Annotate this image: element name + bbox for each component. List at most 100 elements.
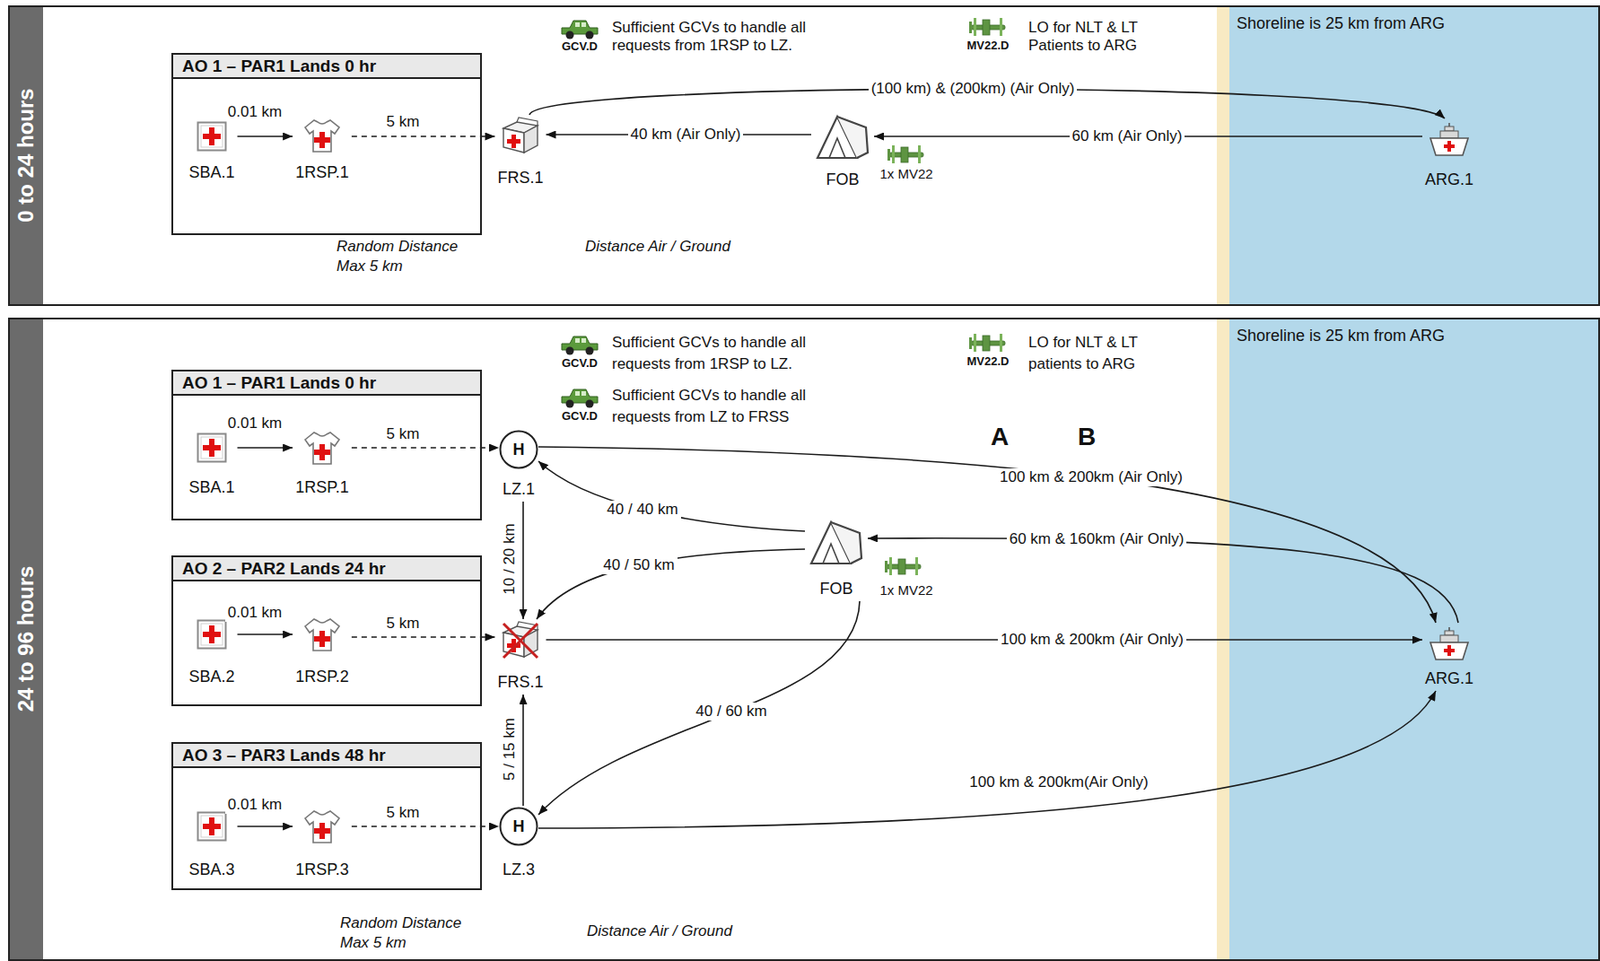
landing-zone-mark: H [513,440,525,459]
node-label: 1RSP.1 [295,163,350,183]
edge-label: 60 km (Air Only) [1069,127,1186,146]
region-note: Shoreline is 25 km from ARG [1236,13,1592,34]
icon-area [185,428,237,479]
node-label: SBA.1 [188,478,235,498]
icon-area [185,810,237,861]
icon-caption: MV22.D [967,35,1010,56]
note-text: Distance Air / Ground [586,921,733,942]
icon-area [292,427,352,479]
fob-icon [811,522,862,564]
area-of-operations-box: AO 1 – PAR1 Lands 0 hr SBA.1 1RSP.1 [171,52,482,236]
mv22-icon [969,333,1006,352]
connector [522,694,525,806]
box-heading: AO 2 – PAR2 Lands 24 hr [182,557,481,580]
icon-caption: 1x MV22 [879,580,933,601]
facility-node: SBA.2 [185,617,237,690]
sba-icon [198,620,227,649]
landing-zone-mark: H [513,817,525,836]
header-bar: AO 1 – PAR1 Lands 0 hr [173,371,481,396]
facility-node: FOB [804,513,868,602]
edge-label: 40 / 60 km [692,702,770,721]
node-label: ARG.1 [1425,669,1474,689]
facility-node: SBA.1 [185,118,237,185]
icon-caption: MV22.D [967,351,1010,372]
connector [351,636,496,639]
edge-label: 5 km [384,804,423,822]
edge-label: 40 / 50 km [600,556,677,575]
edge-label: 60 km & 160km (Air Only) [1006,530,1188,549]
connector [536,549,805,620]
connector [522,501,525,620]
facility-node: ARG.1 [1422,622,1477,691]
sba-icon [198,813,227,841]
edge-label: 5 km [384,425,423,444]
landing-zone-outline [500,431,538,469]
node-label: 1RSP.2 [295,667,350,687]
ship-icon [1430,122,1469,156]
icon-area [804,513,868,580]
facility-node: ARG.1 [1422,118,1477,193]
note-text: Random Distance Max 5 km [340,913,475,954]
facility-node: SBA.3 [185,810,237,883]
facility-node: SBA.1 [185,428,237,500]
ship-icon [1430,627,1469,660]
header-bar: AO 3 – PAR3 Lands 48 hr [173,743,481,769]
icon-area [292,615,352,668]
icon-caption: 1x MV22 [879,164,933,184]
header-bar: AO 2 – PAR2 Lands 24 hr [173,557,481,582]
edge-label: 0.01 km [225,795,285,814]
node-label: FRS.1 [497,168,543,188]
edge-label: 5 km [384,113,423,132]
icon-area [185,118,237,164]
icon-area [494,114,546,169]
shore-strip [1216,7,1230,305]
landing-zone-node: LZ.1H [498,428,539,502]
header-bar: AO 1 – PAR1 Lands 0 hr [173,54,481,79]
gcv-icon [561,20,598,40]
legend-text: LO for NLT & LT Patients to ARG [1028,18,1163,55]
icon-area [185,617,237,668]
connector [351,825,499,828]
edge-label: 40 km (Air Only) [628,125,744,144]
sea-region: Shoreline is 25 km from ARGARG.1 [1229,319,1599,960]
edge-label: 100 km & 200km (Air Only) [996,468,1186,487]
rsp-icon [305,619,340,651]
rsp-icon [305,432,340,464]
fob-icon [817,116,868,158]
edge-label: (100 km) & (200km) (Air Only) [868,79,1078,98]
time-band-label: 0 to 24 hours [13,87,39,222]
connector [538,601,860,815]
callout-letter: A [990,427,1009,447]
connector [546,638,1423,641]
icon-area [292,808,352,861]
icon-area [292,116,352,164]
node-label: 1RSP.1 [295,478,350,498]
facility-node: 1RSP.3 [292,808,352,883]
node-label: FOB [825,170,859,190]
facility-node: FRS.1 [494,619,546,695]
connector [237,446,294,449]
area-of-operations-box: AO 1 – PAR1 Lands 0 hr SBA.1 1RSP.1 [171,369,482,521]
landing-zone-outline [500,808,538,846]
edge-label: 5 / 15 km [500,715,519,784]
icon-caption: GCV.D [561,406,598,427]
facility-node: 1RSP.1 [292,427,352,500]
closed-cross-mark [503,623,538,658]
mv22-icon [887,145,924,164]
node-label: ARG.1 [1425,170,1474,190]
box-heading: AO 3 – PAR3 Lands 48 hr [182,743,481,767]
legend-text: LO for NLT & LT patients to ARG [1028,332,1163,376]
connector [237,825,294,828]
facility-node: FOB [811,105,875,193]
connector [351,135,496,138]
frs-icon [503,621,538,657]
sba-icon [198,434,227,463]
legend-text: Sufficient GCVs to handle all requests f… [612,332,850,376]
connector [237,633,294,636]
edge-label: 5 km [384,614,423,633]
node-label: 1RSP.3 [295,860,350,880]
edge-label: 100 km & 200km (Air Only) [997,630,1187,649]
icon-area [1422,118,1477,171]
rsp-icon [305,120,340,152]
